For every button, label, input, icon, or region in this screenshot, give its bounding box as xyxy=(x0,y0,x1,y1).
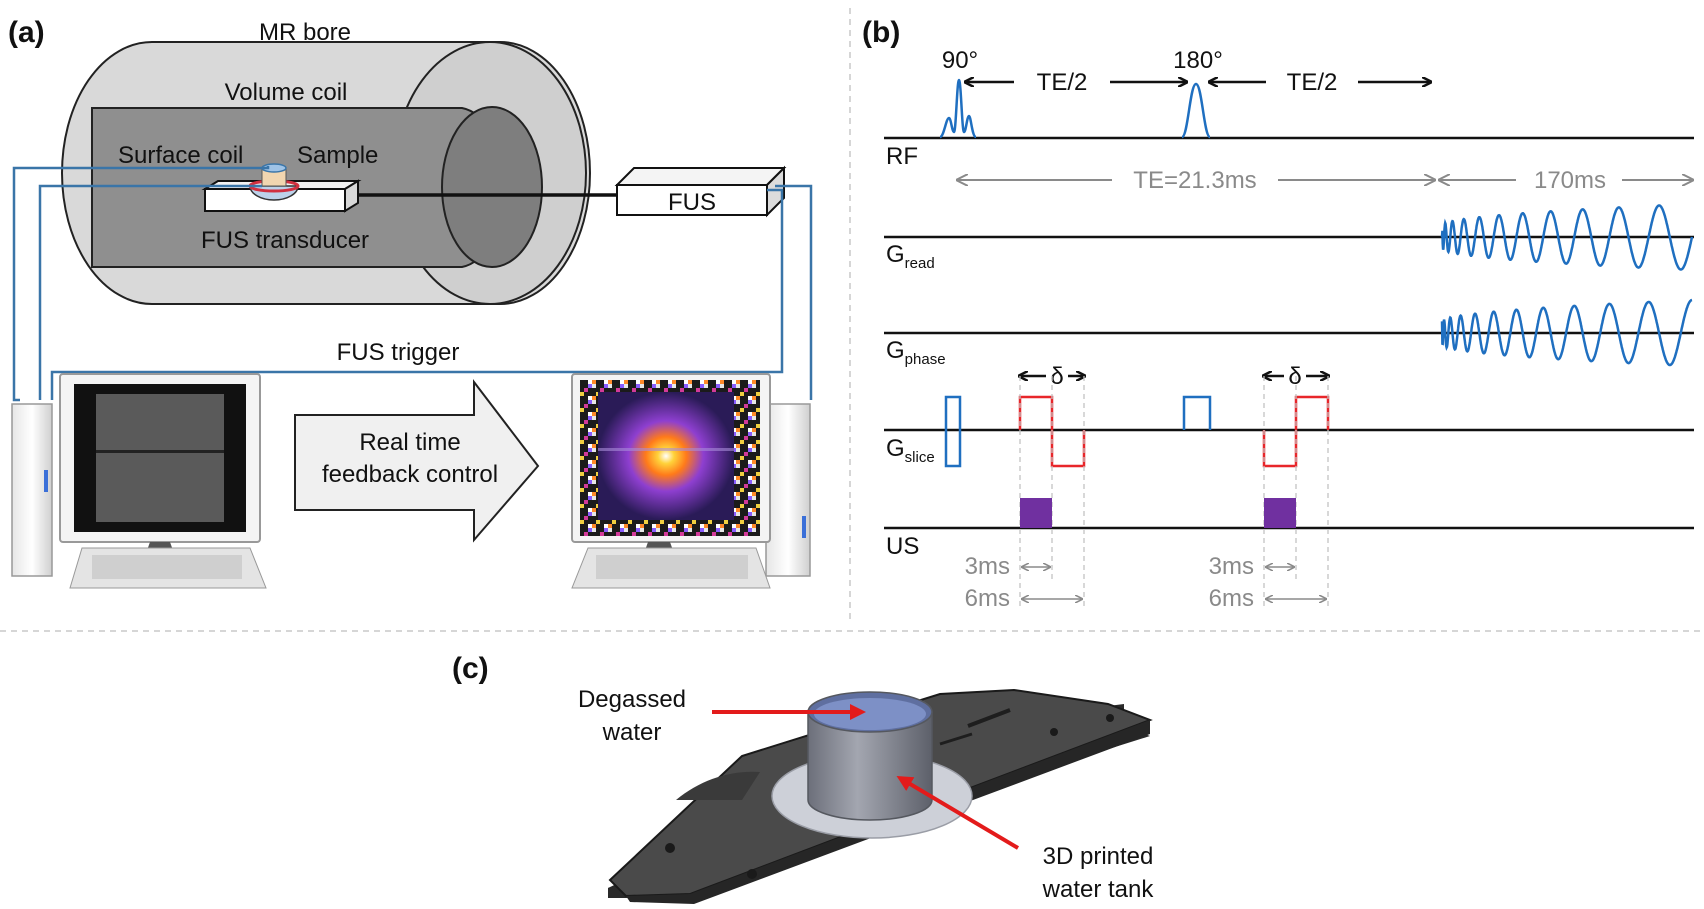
panel-a: (a) MR bore Volume coil Surface coil Sam… xyxy=(8,16,813,589)
te-label: TE=21.3ms xyxy=(1133,167,1256,194)
tank-label-line2: water tank xyxy=(1042,876,1155,903)
read-label: Gread xyxy=(886,241,935,272)
slice-gradient-excitation xyxy=(944,395,962,468)
half-te-2-label: TE/2 xyxy=(1287,69,1338,96)
fus-trigger-label: FUS trigger xyxy=(337,339,460,366)
left-computer xyxy=(11,373,267,589)
pulse-90-label: 90° xyxy=(942,47,978,74)
mr-bore-label: MR bore xyxy=(259,19,351,46)
phase-label-sub: phase xyxy=(905,351,946,368)
volume-coil-label: Volume coil xyxy=(225,79,348,106)
delta-1-label: δ xyxy=(1050,363,1063,390)
phase-label-main: G xyxy=(886,337,905,364)
us-pulse-2 xyxy=(1264,498,1296,528)
us-label: US xyxy=(886,533,919,560)
panel-c: (c) Degassed water 3D printed water ta xyxy=(452,652,1154,904)
water-label-line2: water xyxy=(602,719,662,746)
read-label-sub: read xyxy=(905,255,935,272)
phase-gradient-waveform xyxy=(1440,298,1693,367)
fus-box xyxy=(614,165,787,218)
sample-label: Sample xyxy=(297,142,378,169)
panel-b: (b) RF Gread Gphase Gslice US 90° 180° T… xyxy=(862,16,1694,612)
slice-gradient-refocus xyxy=(1182,395,1212,430)
gradient-duration-1-label: 6ms xyxy=(965,585,1010,612)
rf-pulse-90 xyxy=(939,78,977,139)
mr-bore-cylinder xyxy=(61,41,591,305)
tank-label-line1: 3D printed xyxy=(1043,843,1154,870)
panel-c-tag: (c) xyxy=(452,652,489,685)
fus-transducer-label: FUS transducer xyxy=(201,227,369,254)
arrow-text-line2: feedback control xyxy=(322,461,498,488)
panel-a-tag: (a) xyxy=(8,16,45,49)
signal-cables xyxy=(12,166,813,402)
slice-label-sub: slice xyxy=(905,449,935,466)
phase-label: Gphase xyxy=(886,337,946,368)
rf-pulse-180 xyxy=(1180,82,1212,139)
read-gradient-waveform xyxy=(1440,204,1694,271)
timing-guides xyxy=(1019,376,1329,610)
delta-2-label: δ xyxy=(1288,363,1301,390)
us-pulse-1 xyxy=(1020,498,1052,528)
rf-label: RF xyxy=(886,143,918,170)
readout-label: 170ms xyxy=(1534,167,1606,194)
slice-label: Gslice xyxy=(886,435,935,466)
arrow-text-line1: Real time xyxy=(359,429,460,456)
panel-b-tag: (b) xyxy=(862,16,900,49)
tank-arrow xyxy=(896,775,1020,850)
slice-label-main: G xyxy=(886,435,905,462)
read-label-main: G xyxy=(886,241,905,268)
gradient-duration-2-label: 6ms xyxy=(1209,585,1254,612)
right-computer xyxy=(571,373,811,589)
water-tank xyxy=(807,691,933,821)
fus-box-label: FUS xyxy=(668,189,716,216)
surface-coil-label: Surface coil xyxy=(118,142,243,169)
feedback-arrow xyxy=(294,379,540,543)
half-te-1-label: TE/2 xyxy=(1037,69,1088,96)
us-duration-2-label: 3ms xyxy=(1209,553,1254,580)
us-duration-1-label: 3ms xyxy=(965,553,1010,580)
pulse-180-label: 180° xyxy=(1173,47,1223,74)
water-label-line1: Degassed xyxy=(578,686,686,713)
